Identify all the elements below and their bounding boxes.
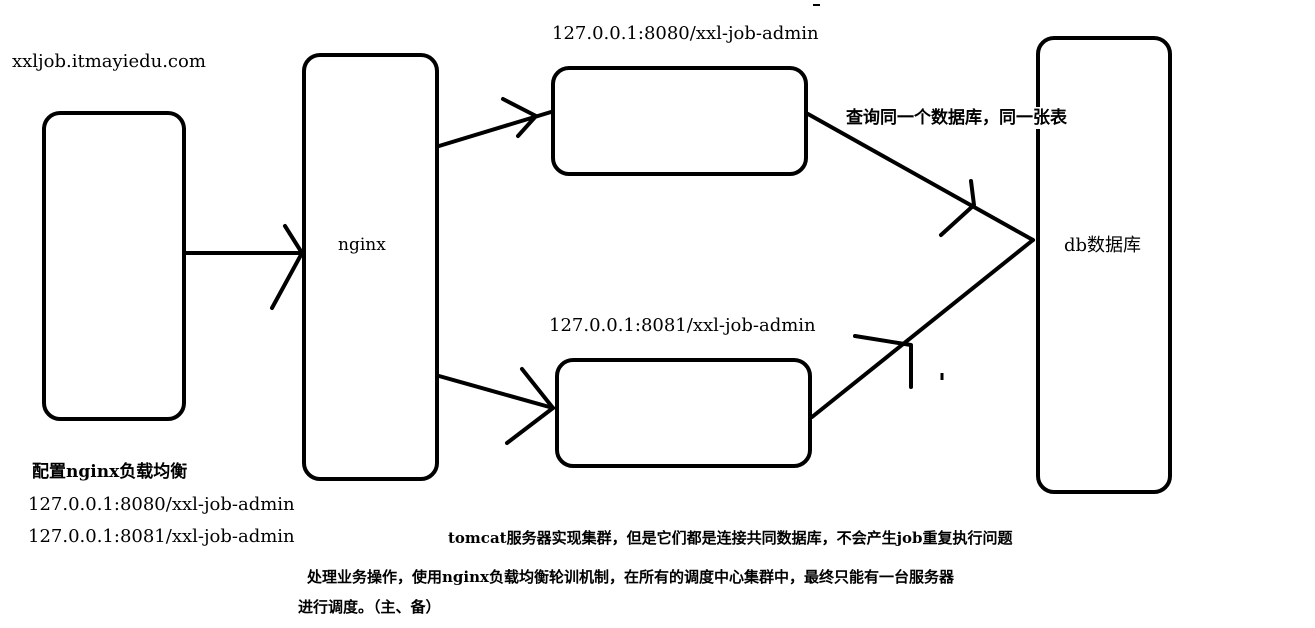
database-box: [1036, 36, 1172, 494]
server2-address-label: 127.0.0.1:8081/xxl-job-admin: [549, 315, 816, 336]
note-line-2: 处理业务操作，使用nginx负载均衡轮训机制，在所有的调度中心集群中，最终只能有…: [307, 568, 954, 586]
arrowhead-icon: [853, 334, 913, 389]
nginx-label: nginx: [338, 235, 386, 255]
arrowhead-icon: [501, 97, 538, 138]
client-box: [42, 111, 186, 421]
server1-to-db-line: [806, 112, 1035, 242]
server1-address-label: 127.0.0.1:8080/xxl-job-admin: [552, 23, 819, 44]
server1-box: [551, 66, 808, 176]
config-title: 配置nginx负载均衡: [32, 462, 188, 482]
url-label: xxljob.itmayiedu.com: [12, 51, 206, 72]
config-line-2: 127.0.0.1:8081/xxl-job-admin: [28, 526, 295, 547]
db-note: 查询同一个数据库，同一张表: [846, 107, 1067, 129]
db-label: db数据库: [1064, 235, 1142, 256]
arrowhead-icon: [505, 367, 555, 445]
server2-to-db-line: [810, 238, 1035, 419]
note-line-1: tomcat服务器实现集群，但是它们都是连接共同数据库，不会产生job重复执行问…: [448, 529, 1013, 547]
server2-box: [555, 358, 812, 468]
arrowhead-icon: [939, 179, 976, 237]
arrowhead-icon: [270, 224, 304, 310]
nginx-box: [302, 53, 439, 481]
note-line-3: 进行调度。（主、备）: [298, 598, 441, 616]
config-line-1: 127.0.0.1:8080/xxl-job-admin: [28, 494, 295, 515]
nginx-to-server2-line: [437, 374, 555, 410]
